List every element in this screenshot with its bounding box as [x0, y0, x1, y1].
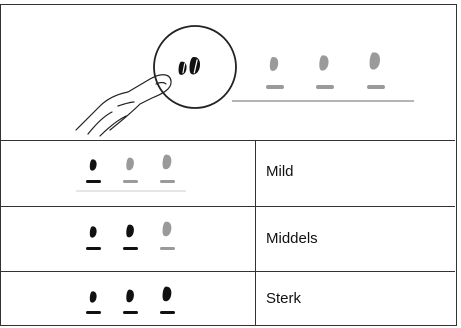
strength-label-mild: Mild: [266, 163, 294, 180]
column-divider: [255, 141, 256, 325]
instruction-table: [0, 4, 457, 326]
strength-row-sterk-icons: [86, 286, 175, 314]
row-divider: [0, 140, 455, 141]
strength-indicator-beans: [266, 52, 385, 89]
row-divider: [0, 271, 455, 272]
row-divider: [0, 206, 455, 207]
strength-label-middels: Middels: [266, 230, 318, 247]
strength-row-middels-icons: [86, 221, 175, 250]
strength-row-mild-icons: [76, 154, 186, 192]
strength-label-sterk: Sterk: [266, 290, 302, 307]
strength-button-icon: [153, 25, 237, 109]
pointing-hand-icon: [75, 74, 172, 137]
